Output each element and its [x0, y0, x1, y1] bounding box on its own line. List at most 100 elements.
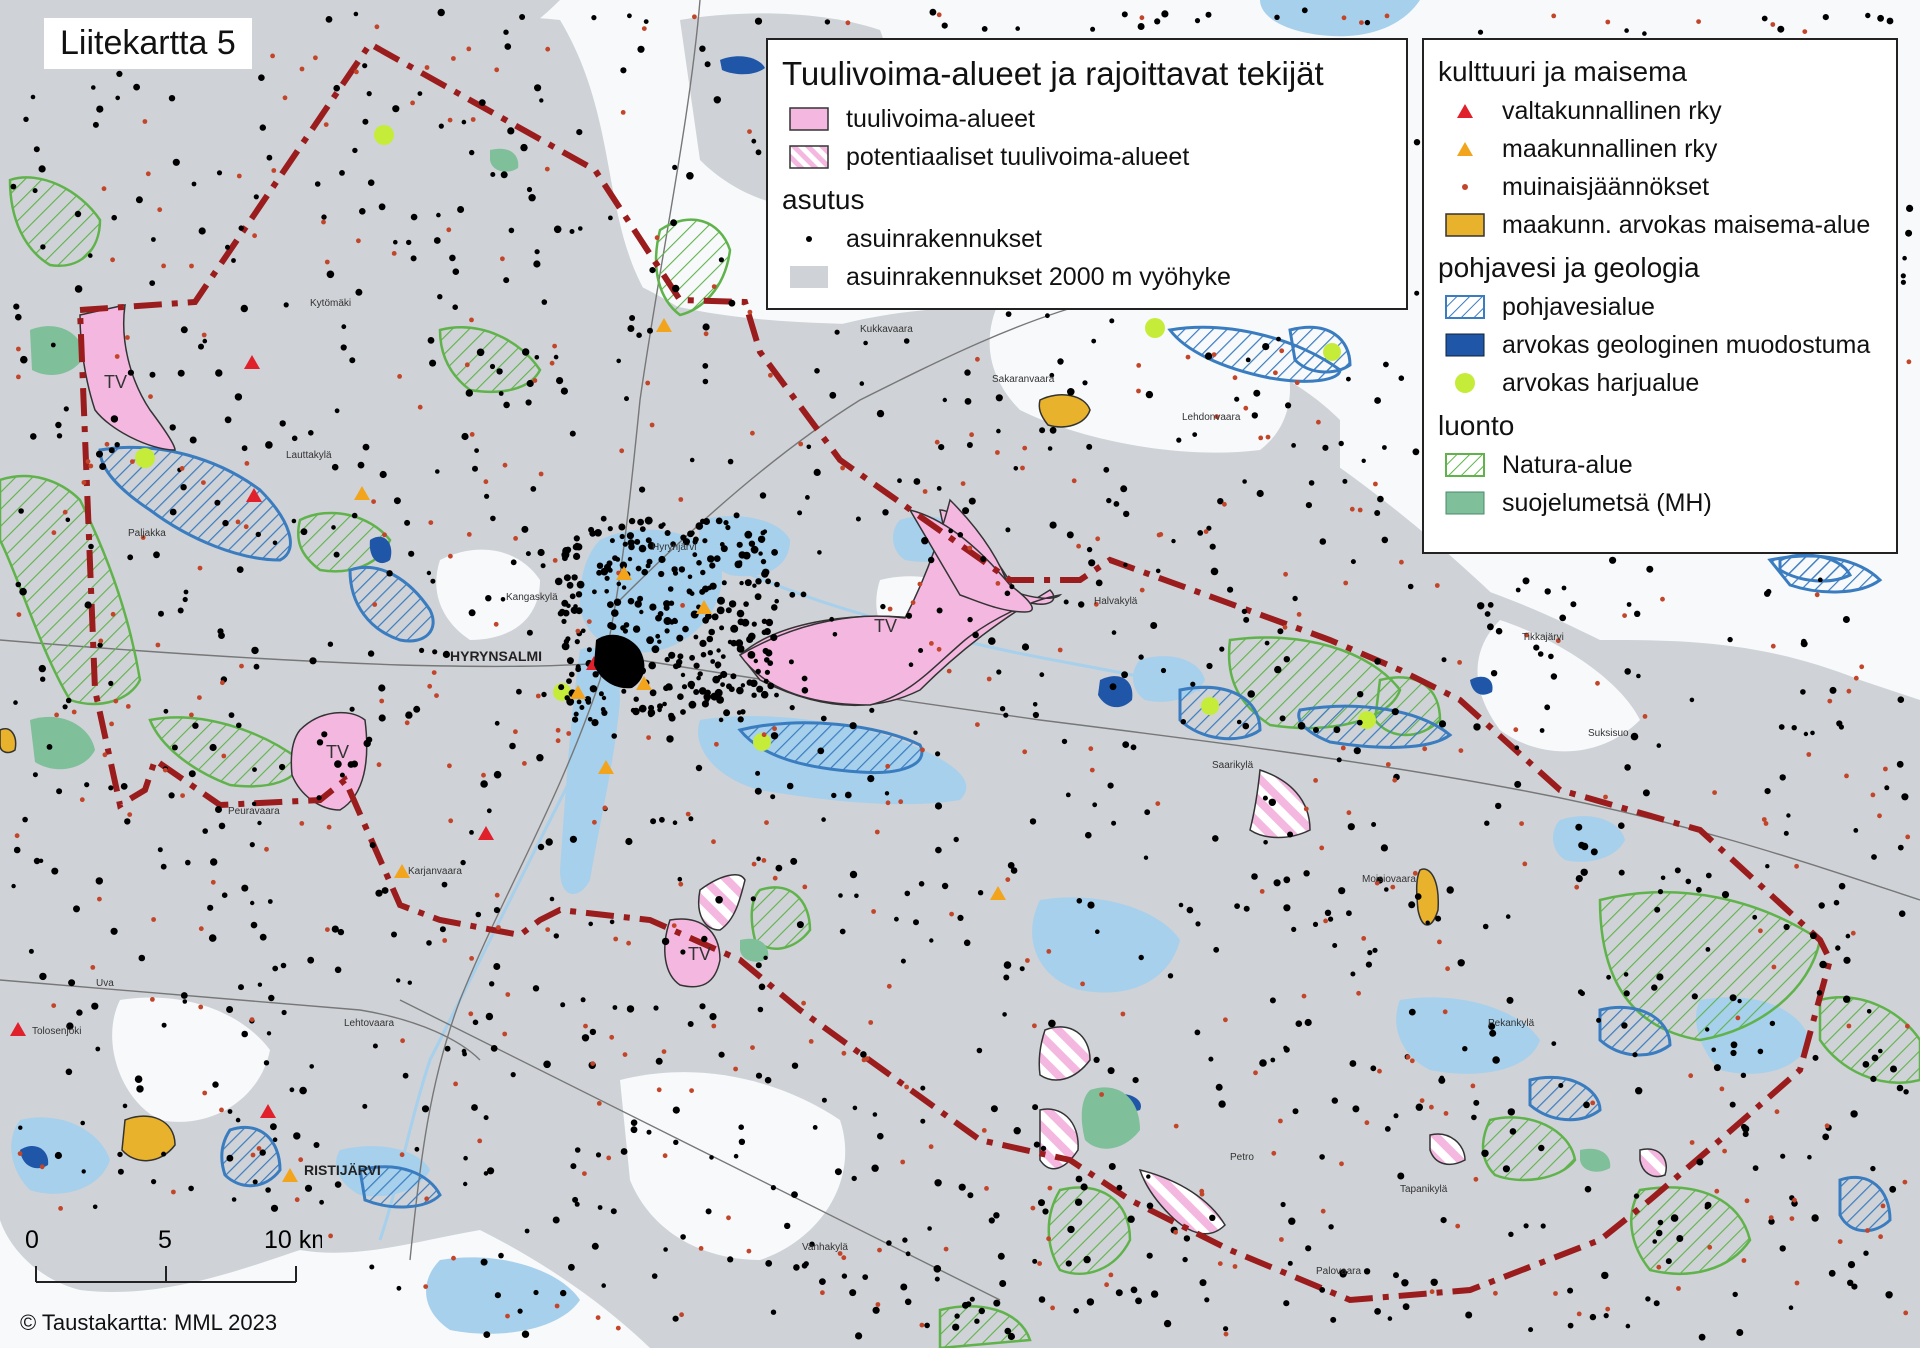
ancient-remain-dot — [801, 1000, 806, 1006]
legend-label: arvokas harjualue — [1502, 368, 1700, 397]
residential-building-dot — [849, 1289, 857, 1297]
green-hatched-area-icon — [1444, 452, 1486, 478]
residential-building-dot — [824, 19, 831, 25]
residential-building-dot — [618, 523, 626, 531]
ancient-remain-dot — [161, 263, 167, 269]
ancient-remain-dot — [468, 1011, 474, 1017]
residential-building-dot — [591, 719, 599, 727]
ancient-remain-dot — [1794, 1280, 1800, 1286]
residential-building-dot — [1810, 730, 1815, 736]
residential-building-dot — [108, 785, 114, 791]
residential-building-dot — [1779, 1245, 1786, 1252]
residential-building-dot — [1414, 290, 1420, 296]
residential-building-dot — [74, 285, 83, 293]
residential-building-dot — [1039, 427, 1046, 434]
residential-building-dot — [326, 270, 335, 279]
residential-building-dot — [437, 8, 445, 17]
residential-building-dot — [253, 194, 259, 200]
residential-building-dot — [366, 91, 372, 97]
residential-building-dot — [1741, 1123, 1747, 1130]
residential-building-dot — [663, 1247, 668, 1252]
residential-building-dot — [770, 1185, 777, 1191]
ancient-remain-dot — [1211, 352, 1217, 357]
ancient-remain-dot — [399, 1152, 405, 1158]
residential-building-dot — [124, 818, 131, 825]
ancient-remain-dot — [1859, 664, 1865, 670]
residential-building-dot — [754, 593, 762, 601]
place-pekankyla: Pekankylä — [1488, 1018, 1535, 1029]
residential-building-dot — [859, 381, 865, 386]
residential-building-dot — [637, 595, 644, 602]
residential-building-dot — [664, 530, 671, 536]
ancient-remain-dot — [1865, 1228, 1870, 1233]
residential-building-dot — [1268, 798, 1277, 806]
landscape-areas — [0, 394, 1439, 1162]
residential-building-dot — [1190, 681, 1196, 687]
residential-building-dot — [569, 229, 575, 234]
residential-building-dot — [596, 562, 604, 569]
residential-building-dot — [437, 294, 443, 300]
residential-building-dot — [999, 706, 1006, 712]
residential-building-dot — [860, 1051, 867, 1058]
residential-building-dot — [496, 368, 503, 375]
residential-building-dot — [54, 1151, 63, 1160]
residential-building-dot — [217, 628, 224, 635]
residential-building-dot — [334, 966, 342, 974]
residential-building-dot — [38, 858, 44, 863]
residential-building-dot — [1906, 204, 1914, 212]
residential-building-dot — [1584, 1185, 1592, 1193]
ancient-remain-dot — [114, 354, 120, 359]
residential-building-dot — [964, 369, 971, 376]
residential-building-dot — [596, 569, 602, 576]
residential-building-dot — [573, 604, 578, 609]
residential-building-dot — [414, 1146, 420, 1152]
ancient-remain-dot — [1470, 1083, 1476, 1089]
residential-building-dot — [1007, 1332, 1016, 1341]
residential-building-dot — [339, 772, 345, 778]
residential-building-dot — [177, 369, 185, 377]
residential-building-dot — [1331, 1097, 1339, 1104]
residential-building-dot — [1007, 862, 1015, 869]
residential-building-dot — [339, 170, 345, 176]
ancient-remain-dot — [1356, 990, 1361, 996]
residential-building-dot — [1213, 946, 1220, 953]
residential-building-dot — [1137, 23, 1145, 30]
residential-building-dot — [633, 696, 639, 702]
copyright-text: © Taustakartta: MML 2023 — [20, 1310, 278, 1335]
residential-building-dot — [313, 1142, 320, 1148]
residential-building-dot — [661, 522, 666, 527]
residential-building-dot — [476, 348, 485, 357]
ancient-remain-dot — [1232, 1264, 1238, 1269]
residential-building-dot — [1509, 1128, 1517, 1135]
residential-building-dot — [1473, 1099, 1480, 1106]
residential-building-dot — [183, 589, 189, 595]
ancient-remain-dot — [750, 1045, 755, 1050]
residential-building-dot — [730, 673, 737, 680]
residential-building-dot — [1370, 1065, 1377, 1072]
ancient-remain-dot — [582, 1171, 587, 1176]
ancient-remain-dot — [1136, 363, 1142, 368]
residential-building-dot — [1642, 789, 1650, 797]
residential-building-dot — [581, 1034, 590, 1042]
ancient-remain-dot — [1099, 1092, 1104, 1097]
residential-building-dot — [1107, 1067, 1115, 1075]
residential-building-dot — [1087, 901, 1095, 909]
residential-building-dot — [218, 822, 226, 830]
residential-building-dot — [719, 625, 725, 631]
residential-building-dot — [1646, 565, 1654, 573]
residential-building-dot — [738, 1124, 744, 1130]
residential-building-dot — [760, 530, 766, 536]
residential-building-dot — [1800, 689, 1806, 695]
residential-building-dot — [39, 972, 47, 981]
residential-building-dot — [1871, 854, 1877, 860]
residential-building-dot — [127, 369, 134, 376]
residential-building-dot — [1625, 1323, 1631, 1329]
ancient-remain-dot — [382, 532, 387, 538]
residential-building-dot — [1838, 882, 1846, 890]
residential-building-dot — [498, 1252, 504, 1259]
residential-building-dot — [789, 591, 796, 598]
sage-area-icon — [1444, 490, 1486, 516]
ancient-remain-dot — [51, 530, 57, 536]
residential-building-dot — [645, 537, 652, 544]
residential-building-dot — [574, 1201, 580, 1207]
